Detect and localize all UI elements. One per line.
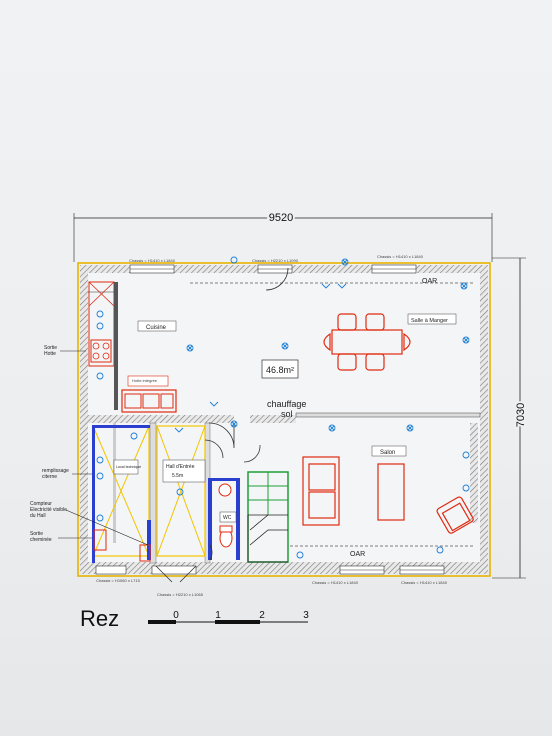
dimension-width: 9520 [73,210,493,262]
armchair [436,496,474,534]
salon-furniture [302,456,474,534]
technical-zones [92,425,240,563]
wc-fixtures [93,483,233,562]
windows [95,264,445,575]
window-label-bottom-left: Chassis = H1060 x L715 [96,578,140,583]
oar-top-label: OAR [422,278,437,285]
oar-bottom-label: OAR [350,551,365,558]
oar-lines: OAR OAR [190,278,475,558]
room-hall-area: 5.5m [172,473,183,479]
window-label-bottom-mid: Chassis = H1410 x L1840 [312,580,359,585]
hotte-label: Hotte intégrée [132,378,158,383]
electrical-points [96,256,470,559]
scale-tick-1: 1 [215,610,221,621]
scale-tick-0: 0 [173,610,179,621]
scale-tick-2: 2 [259,610,265,621]
scale-bar: Rez 0 1 2 3 [80,606,309,631]
window-label-bottom-door: Chassis = H2210 x L1065 [157,592,204,597]
doors [155,267,289,583]
room-labels: Cuisine Salle à Manger Salon Hall d'Entr… [113,313,457,523]
window-labels: Chassis = H1410 x L1840 Chassis = H2210 … [96,254,448,597]
scale-title: Rez [80,606,119,631]
dimension-width-label: 9520 [269,212,293,224]
window-label-top-mid: Chassis = H2210 x L1090 [252,258,299,263]
room-cuisine: Cuisine [146,325,167,331]
window-label-top-left: Chassis = H1410 x L1840 [129,258,176,263]
room-wc: WC [223,515,232,521]
interior-walls [88,412,481,564]
room-local: Local technique [116,465,141,469]
window-bottom-left [95,565,127,575]
room-salle-a-manger: Salle à Manger [411,318,448,324]
window-bottom-door [151,565,197,575]
dimension-height-label: 7030 [515,403,527,427]
area-label: 46.8m² [266,365,294,375]
room-hall: Hall d'Entrée [166,464,195,470]
heating-line2: sol [281,409,293,419]
sofa [302,456,340,526]
room-salon: Salon [380,450,395,456]
stairs [247,471,289,563]
heating-line1: chauffage [267,399,306,409]
kitchen-island [121,389,177,413]
scale-tick-3: 3 [303,610,309,621]
window-label-top-right: Chassis = H1410 x L1840 [377,254,424,259]
window-label-bottom-right: Chassis = H1410 x L1840 [401,580,448,585]
dining-set [323,313,411,371]
kitchen-cooktop [90,339,112,363]
kitchen-units: Hotte intégrée [88,281,177,413]
dimension-height: 7030 [492,257,529,579]
coffee-table [377,463,405,521]
